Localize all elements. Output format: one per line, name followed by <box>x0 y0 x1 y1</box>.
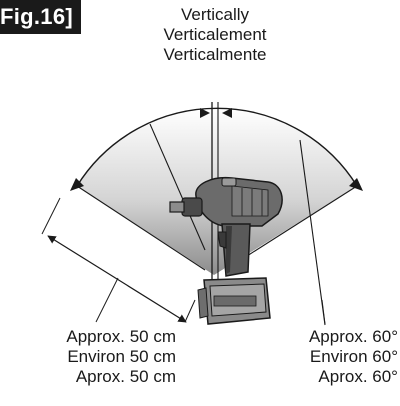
angle-line-right <box>299 139 326 326</box>
distance-leader-line <box>95 277 119 323</box>
angle-label-en: Approx. 60° <box>308 327 398 346</box>
angle-label-fr: Environ 60° <box>309 347 398 366</box>
vertical-label-fr: Verticalement <box>163 25 267 44</box>
distance-label-es: Aprox. 50 cm <box>75 367 176 386</box>
impact-wrench-illustration <box>169 176 283 325</box>
distance-label-en: Approx. 50 cm <box>66 327 176 346</box>
distance-extension-top <box>41 197 61 235</box>
fan-arc-line <box>76 107 358 187</box>
angle-label: Approx. 60° Environ 60° Aprox. 60° <box>272 327 398 387</box>
angle-line-left <box>149 123 206 251</box>
vertical-label-en: Vertically <box>180 5 250 24</box>
arc-arrowhead-right <box>349 178 363 191</box>
angle-leader-line <box>321 299 326 325</box>
vertical-direction-label: Vertically Verticalement Verticalmente <box>130 5 300 65</box>
figure-label: Fig.16] <box>0 0 81 34</box>
vertical-arrowhead-left <box>200 108 210 118</box>
distance-label: Approx. 50 cm Environ 50 cm Aprox. 50 cm <box>0 327 176 387</box>
vertical-label-es: Verticalmente <box>163 45 267 64</box>
angle-label-es: Aprox. 60° <box>318 367 398 386</box>
arc-arrowhead-left <box>70 178 84 191</box>
vertical-arrowhead-right <box>222 108 232 118</box>
distance-extension-bottom <box>184 299 196 323</box>
distance-label-fr: Environ 50 cm <box>67 347 176 366</box>
